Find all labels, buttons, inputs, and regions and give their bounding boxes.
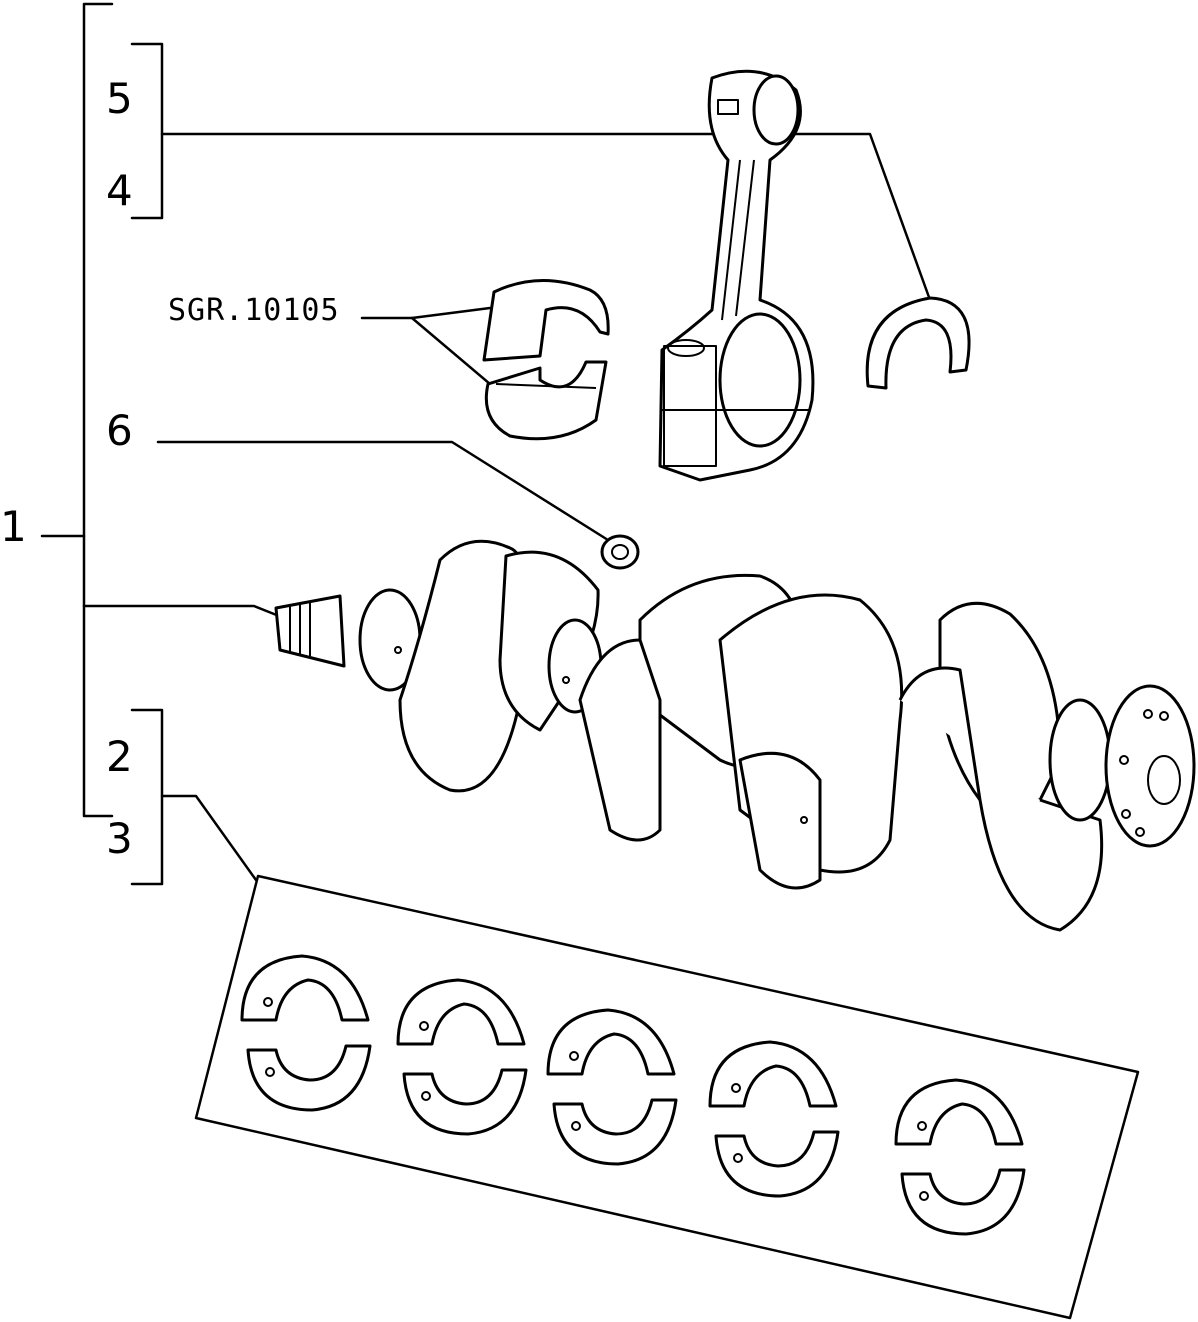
reference-code: SGR.10105 — [168, 293, 340, 328]
leader-crankshaft — [82, 604, 286, 620]
bearing-pair-2 — [396, 978, 528, 1136]
bracket-1 — [82, 2, 114, 818]
connecting-rod — [658, 69, 815, 482]
crankshaft — [274, 539, 1196, 932]
bearing-pair-5 — [894, 1078, 1026, 1236]
bearing-pair-4 — [708, 1040, 840, 1198]
callout-6: 6 — [106, 406, 133, 455]
leader-sgr-bottom — [410, 316, 492, 386]
main-bearings-box — [194, 874, 1140, 1320]
callout-3: 3 — [106, 814, 133, 863]
bearing-pair-1 — [240, 954, 372, 1112]
half-thrust-washer — [865, 296, 971, 390]
callout-1: 1 — [0, 502, 27, 551]
callout-5: 5 — [106, 74, 133, 123]
callout-4: 4 — [106, 166, 133, 215]
main-bearing-shells-set — [240, 954, 1026, 1236]
con-rod-bearing-shell — [482, 278, 610, 441]
callout-2: 2 — [106, 732, 133, 781]
bearing-pair-3 — [546, 1008, 678, 1166]
leader-2-3 — [160, 794, 258, 882]
leader-6 — [156, 440, 610, 542]
bracket-5-4 — [130, 42, 164, 220]
leader-5-4 — [160, 132, 932, 302]
pilot-bushing — [600, 534, 640, 570]
